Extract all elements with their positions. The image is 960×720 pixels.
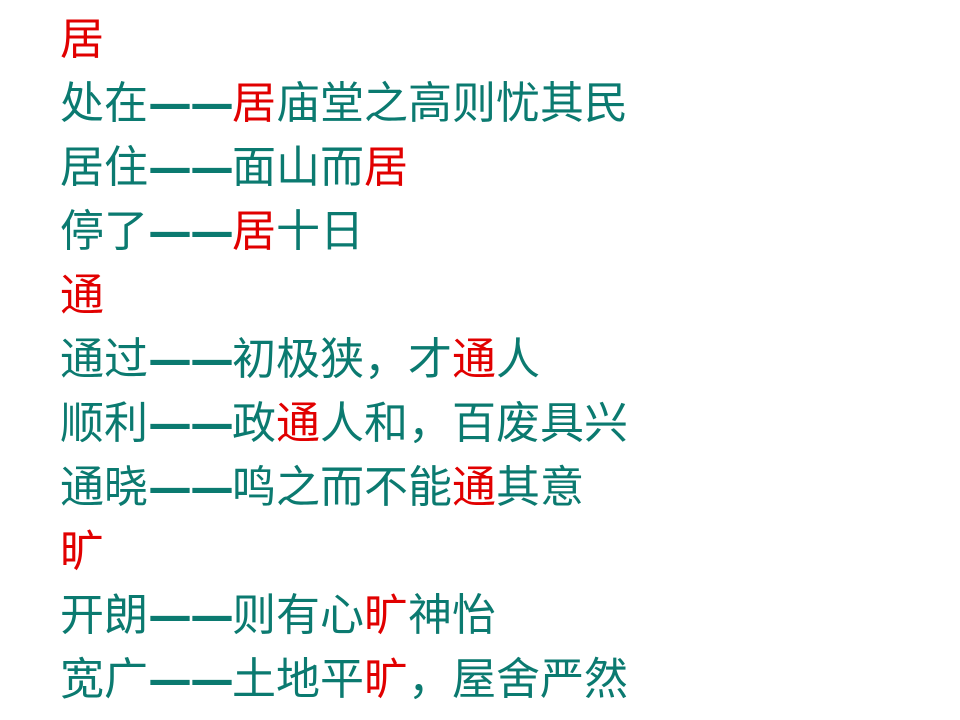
example-highlight: 居	[232, 206, 276, 257]
example-before: 政	[232, 398, 276, 449]
dash-separator: ——	[148, 654, 234, 705]
example-after: 神怡	[408, 590, 496, 641]
definition-line: 开朗——则有心旷神怡	[60, 584, 940, 648]
example-highlight: 通	[452, 334, 496, 385]
meaning-label: 宽广	[60, 654, 148, 705]
example-before: 面山而	[232, 142, 364, 193]
definition-line: 处在——居庙堂之高则忧其民	[60, 72, 940, 136]
dash-separator: ——	[148, 78, 234, 129]
meaning-label: 停了	[60, 206, 148, 257]
meaning-label: 顺利	[60, 398, 148, 449]
headword-kuang: 旷	[60, 526, 104, 577]
dash-separator: ——	[148, 142, 234, 193]
dash-separator: ——	[148, 398, 234, 449]
example-highlight: 通	[452, 462, 496, 513]
dash-separator: ——	[148, 462, 234, 513]
example-before: 则有心	[232, 590, 364, 641]
meaning-label: 居住	[60, 142, 148, 193]
example-after: 十日	[276, 206, 364, 257]
example-before: 初极狭，才	[232, 334, 452, 385]
definition-line: 宽广——土地平旷，屋舍严然	[60, 648, 940, 712]
definition-line: 通晓——鸣之而不能通其意	[60, 456, 940, 520]
dash-separator: ——	[148, 206, 234, 257]
example-after: 庙堂之高则忧其民	[276, 78, 628, 129]
headword-tong: 通	[60, 270, 104, 321]
example-highlight: 居	[364, 142, 408, 193]
meaning-label: 通晓	[60, 462, 148, 513]
example-before: 土地平	[232, 654, 364, 705]
meaning-label: 通过	[60, 334, 148, 385]
example-highlight: 旷	[364, 654, 408, 705]
example-highlight: 居	[232, 78, 276, 129]
example-highlight: 通	[276, 398, 320, 449]
headword-ju: 居	[60, 14, 104, 65]
example-after: ，屋舍严然	[408, 654, 628, 705]
meaning-label: 处在	[60, 78, 148, 129]
example-after: 人和，百废具兴	[320, 398, 628, 449]
dash-separator: ——	[148, 334, 234, 385]
definition-line: 通过——初极狭，才通人	[60, 328, 940, 392]
dash-separator: ——	[148, 590, 234, 641]
meaning-label: 开朗	[60, 590, 148, 641]
slide-content: 居 处在——居庙堂之高则忧其民 居住——面山而居 停了——居十日 通 通过——初…	[60, 8, 940, 712]
definition-line: 顺利——政通人和，百废具兴	[60, 392, 940, 456]
definition-line: 居住——面山而居	[60, 136, 940, 200]
example-after: 人	[496, 334, 540, 385]
example-highlight: 旷	[364, 590, 408, 641]
definition-line: 停了——居十日	[60, 200, 940, 264]
example-before: 鸣之而不能	[232, 462, 452, 513]
example-after: 其意	[496, 462, 584, 513]
